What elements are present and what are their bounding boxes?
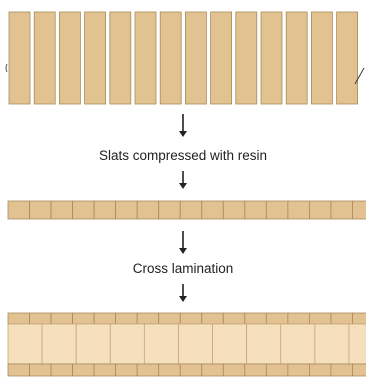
arrow-head [179, 131, 187, 137]
vertical-slat [8, 11, 31, 105]
step-caption-lamination: Cross lamination [132, 261, 234, 276]
top-face-segment [287, 312, 310, 325]
bottom-face-segment [7, 363, 30, 377]
compressed-slat-segment [330, 200, 353, 220]
bottom-face-segment [352, 363, 366, 377]
vertical-slat [84, 11, 106, 105]
top-face-segment [244, 312, 267, 325]
arrow-head [179, 183, 187, 189]
compressed-slat-segment [309, 200, 332, 220]
compressed-slat-segment [50, 200, 73, 220]
compressed-slat-segment [201, 200, 224, 220]
core-block [348, 323, 366, 365]
down-arrow-icon [179, 171, 187, 189]
top-face-segment [179, 312, 203, 325]
vertical-slat [134, 11, 157, 105]
vertical-slat [109, 11, 132, 105]
compressed-slat-segment [93, 200, 117, 220]
compressed-slat-segment [265, 200, 289, 220]
edge-mark-right [354, 67, 365, 85]
core-block [246, 323, 282, 365]
bottom-face-segment [330, 363, 353, 377]
top-face-segment [222, 312, 246, 325]
compressed-slat-board [7, 200, 366, 220]
compressed-slat-segment [287, 200, 310, 220]
bottom-face-segment [201, 363, 224, 377]
vertical-slat [210, 11, 233, 105]
core-block [7, 323, 43, 365]
bottom-face-segment [93, 363, 117, 377]
top-face-segment [50, 312, 73, 325]
compressed-slat-segment [222, 200, 246, 220]
compressed-slat-segment [115, 200, 138, 220]
bottom-face-segment [50, 363, 73, 377]
top-face-segment [136, 312, 160, 325]
top-face-segment [309, 312, 332, 325]
core-block [143, 323, 179, 365]
top-face-segment [29, 312, 52, 325]
core-block [109, 323, 145, 365]
compressed-slat-segment [352, 200, 366, 220]
bottom-face-segment [158, 363, 181, 377]
bottom-face-segment [244, 363, 267, 377]
top-face-segment [352, 312, 366, 325]
compressed-slat-segment [136, 200, 160, 220]
arrow-head [179, 296, 187, 302]
core-block [314, 323, 350, 365]
core-block [178, 323, 213, 365]
bottom-face-segment [29, 363, 52, 377]
vertical-slat [310, 11, 333, 105]
vertical-slat [33, 11, 56, 105]
down-arrow-icon [179, 114, 187, 137]
top-face-segment [93, 312, 117, 325]
vertical-slat [235, 11, 258, 105]
top-face-segment [158, 312, 181, 325]
top-face-segment [72, 312, 95, 325]
vertical-slat [285, 11, 308, 105]
top-face-segment [7, 312, 30, 325]
compressed-slat-segment [244, 200, 267, 220]
down-arrow-icon [179, 231, 187, 254]
core-block [41, 323, 77, 365]
bottom-face-segment [265, 363, 289, 377]
step-caption-compression: Slats compressed with resin [98, 148, 268, 163]
core-block [75, 323, 111, 365]
bottom-face-segment [136, 363, 160, 377]
compressed-slat-segment [158, 200, 181, 220]
bottom-face-segment [222, 363, 246, 377]
bottom-face-segment [72, 363, 95, 377]
top-face-segment [115, 312, 138, 325]
top-face-segment [330, 312, 353, 325]
vertical-slat [336, 11, 359, 105]
bottom-face-segment [309, 363, 332, 377]
compressed-slat-segment [179, 200, 203, 220]
bottom-face-segment [179, 363, 203, 377]
vertical-slat [184, 11, 207, 105]
down-arrow-icon [179, 284, 187, 302]
core-block [212, 323, 248, 365]
vertical-slat [159, 11, 182, 105]
vertical-slat [260, 11, 283, 105]
vertical-slats-group [8, 11, 359, 105]
bottom-face-segment [115, 363, 138, 377]
core-block [280, 323, 316, 365]
compressed-slat-segment [7, 200, 30, 220]
edge-mark-left [5, 63, 8, 73]
vertical-slat [59, 11, 81, 105]
bottom-face-segment [287, 363, 310, 377]
cross-laminated-board [7, 312, 366, 377]
top-face-segment [201, 312, 224, 325]
compressed-slat-segment [72, 200, 95, 220]
slat-edge-marks [5, 63, 365, 85]
arrow-head [179, 248, 187, 254]
top-face-segment [265, 312, 289, 325]
compressed-slat-segment [29, 200, 52, 220]
